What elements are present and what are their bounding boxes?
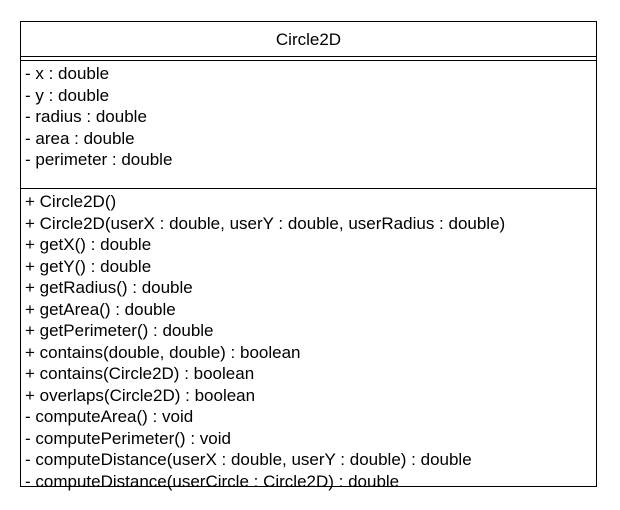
attributes-section: - x : double - y : double - radius : dou… bbox=[21, 61, 596, 189]
operation-get-area: + getArea() : double bbox=[25, 299, 176, 319]
operation-compute-area: - computeArea() : void bbox=[25, 407, 194, 426]
operation-get-x: + getX() : double bbox=[25, 235, 152, 254]
operation-get-perimeter: + getPerimeter() : double bbox=[25, 321, 214, 340]
attribute-perimeter: - perimeter : double bbox=[25, 150, 173, 169]
attribute-area: - area : double bbox=[25, 128, 135, 148]
attribute-y: - y : double bbox=[25, 85, 110, 105]
operation-constructor-params: + Circle2D(userX : double, userY : doubl… bbox=[25, 213, 506, 233]
operation-contains-point: + contains(double, double) : boolean bbox=[25, 342, 301, 362]
operation-contains-circle: + contains(Circle2D) : boolean bbox=[25, 364, 255, 383]
operation-compute-distance-point: - computeDistance(userX : double, userY … bbox=[25, 450, 472, 469]
attribute-radius: - radius : double bbox=[25, 107, 147, 126]
operation-compute-distance-circle: - computeDistance(userCircle : Circle2D)… bbox=[25, 471, 400, 491]
operation-constructor-default: + Circle2D() bbox=[25, 192, 117, 211]
uml-class-box: Circle2D - x : double - y : double - rad… bbox=[20, 21, 597, 491]
operation-get-radius: + getRadius() : double bbox=[25, 278, 193, 297]
name-separator bbox=[21, 56, 596, 61]
class-name: Circle2D bbox=[275, 30, 342, 49]
attribute-x: - x : double bbox=[25, 64, 110, 83]
operation-compute-perimeter: - computePerimeter() : void bbox=[25, 428, 231, 448]
operation-overlaps: + overlaps(Circle2D) : boolean bbox=[25, 385, 256, 405]
operations-section: + Circle2D() + Circle2D(userX : double, … bbox=[21, 189, 596, 492]
operation-get-y: + getY() : double bbox=[25, 256, 152, 276]
